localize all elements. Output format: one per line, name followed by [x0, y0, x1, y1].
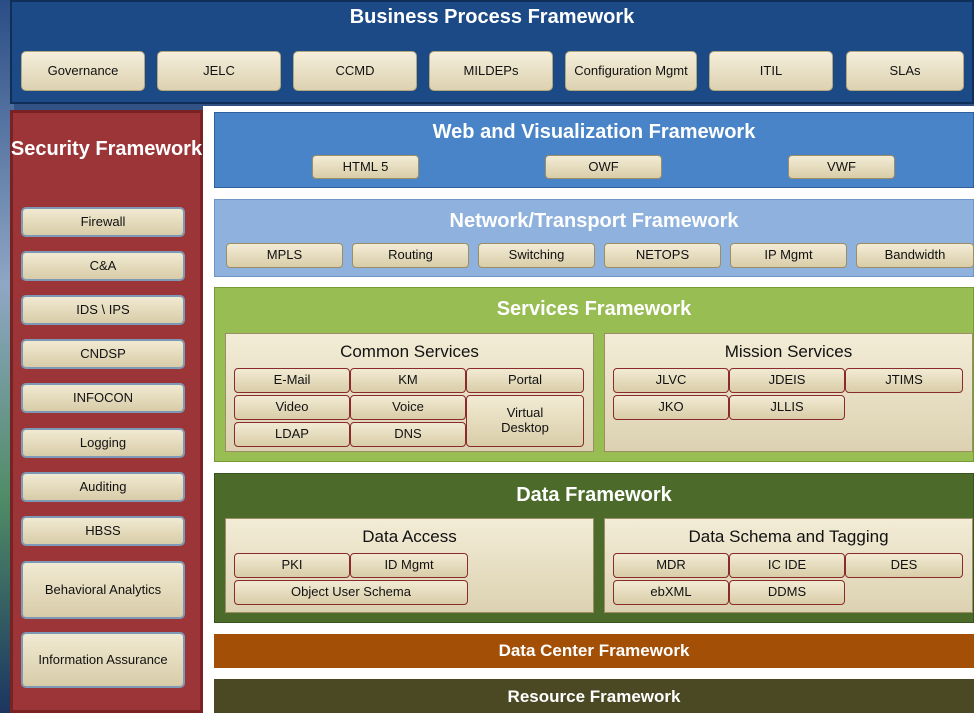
- security-item-hbss: HBSS: [21, 516, 185, 546]
- data-schema-mdr: MDR: [613, 553, 729, 578]
- mission-service-jko: JKO: [613, 395, 729, 420]
- mission-service-jtims: JTIMS: [845, 368, 963, 393]
- data-schema-des: DES: [845, 553, 963, 578]
- security-title: Security Framework: [10, 137, 203, 160]
- mission-services-title: Mission Services: [724, 342, 853, 362]
- business-item-slas: SLAs: [846, 51, 964, 91]
- security-item-behavioral-analytics: Behavioral Analytics: [21, 561, 185, 619]
- data-schema-ddms: DDMS: [729, 580, 845, 605]
- network-item-routing: Routing: [352, 243, 469, 268]
- common-service-ldap: LDAP: [234, 422, 350, 447]
- business-process-title: Business Process Framework: [349, 5, 635, 28]
- data-center-title: Data Center Framework: [498, 641, 690, 661]
- common-service-dns: DNS: [350, 422, 466, 447]
- data-access-id-mgmt: ID Mgmt: [350, 553, 468, 578]
- network-item-mpls: MPLS: [226, 243, 343, 268]
- mission-service-jllis: JLLIS: [729, 395, 845, 420]
- web-item-vwf: VWF: [788, 155, 895, 179]
- resource-title: Resource Framework: [507, 687, 681, 707]
- business-item-jelc: JELC: [157, 51, 281, 91]
- data-schema-ic-ide: IC IDE: [729, 553, 845, 578]
- web-item-html5: HTML 5: [312, 155, 419, 179]
- security-item-infocon: INFOCON: [21, 383, 185, 413]
- resource-framework: [214, 679, 974, 713]
- data-schema-ebxml: ebXML: [613, 580, 729, 605]
- business-item-configuration-mgmt: Configuration Mgmt: [565, 51, 697, 91]
- data-access-object-user-schema: Object User Schema: [234, 580, 468, 605]
- business-item-ccmd: CCMD: [293, 51, 417, 91]
- security-item-ids-ips: IDS \ IPS: [21, 295, 185, 325]
- common-service-video: Video: [234, 395, 350, 420]
- services-title: Services Framework: [496, 297, 692, 320]
- business-item-governance: Governance: [21, 51, 145, 91]
- security-item-firewall: Firewall: [21, 207, 185, 237]
- business-item-itil: ITIL: [709, 51, 833, 91]
- common-services-title: Common Services: [340, 342, 479, 362]
- data-schema-title: Data Schema and Tagging: [688, 527, 889, 547]
- security-item-logging: Logging: [21, 428, 185, 458]
- network-item-switching: Switching: [478, 243, 595, 268]
- common-service-portal: Portal: [466, 368, 584, 393]
- data-center-framework: [214, 634, 974, 668]
- security-item-c-and-a: C&A: [21, 251, 185, 281]
- security-item-cndsp: CNDSP: [21, 339, 185, 369]
- mission-service-jlvc: JLVC: [613, 368, 729, 393]
- security-item-information-assurance: Information Assurance: [21, 632, 185, 688]
- data-access-title: Data Access: [362, 527, 457, 547]
- security-item-auditing: Auditing: [21, 472, 185, 502]
- mission-service-jdeis: JDEIS: [729, 368, 845, 393]
- web-item-owf: OWF: [545, 155, 662, 179]
- data-access-pki: PKI: [234, 553, 350, 578]
- common-service-km: KM: [350, 368, 466, 393]
- data-title: Data Framework: [516, 483, 672, 506]
- network-item-netops: NETOPS: [604, 243, 721, 268]
- network-item-ip-mgmt: IP Mgmt: [730, 243, 847, 268]
- common-service-voice: Voice: [350, 395, 466, 420]
- business-item-mildeps: MILDEPs: [429, 51, 553, 91]
- web-title: Web and Visualization Framework: [432, 120, 756, 143]
- network-item-bandwidth: Bandwidth: [856, 243, 974, 268]
- common-service-virtual-desktop: Virtual Desktop: [466, 395, 584, 447]
- common-service-email: E-Mail: [234, 368, 350, 393]
- network-title: Network/Transport Framework: [449, 209, 739, 232]
